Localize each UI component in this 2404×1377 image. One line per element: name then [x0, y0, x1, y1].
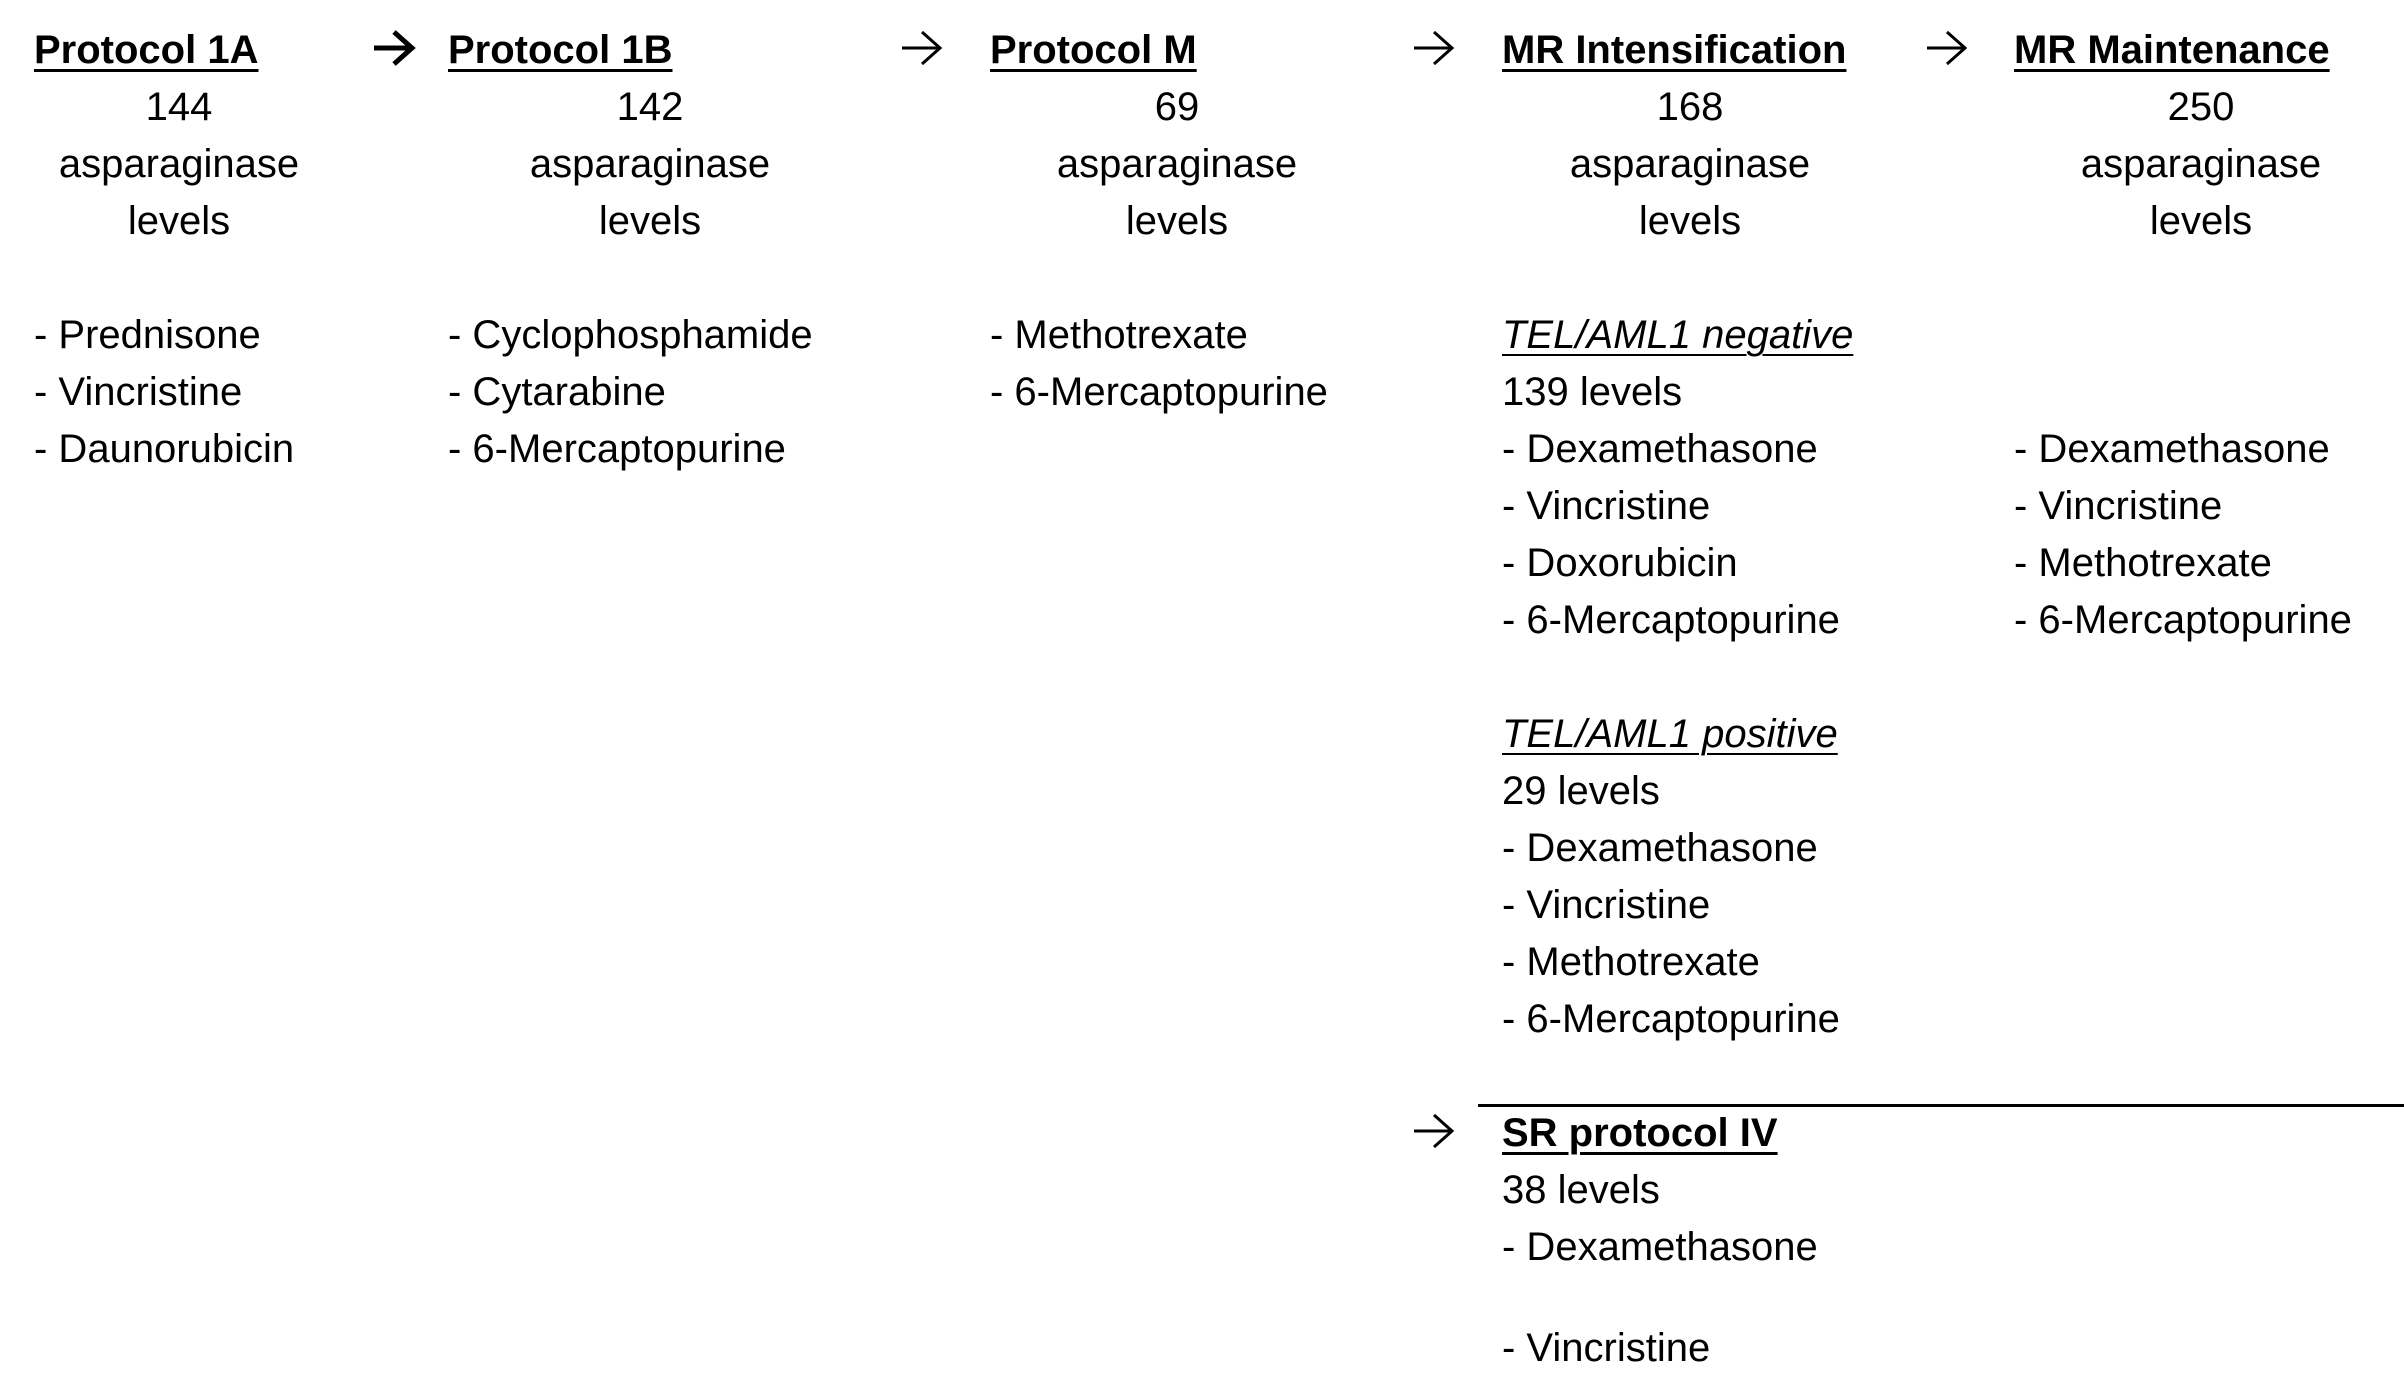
drug-item: - Methotrexate [1502, 940, 1760, 984]
drug-item: - 6-Mercaptopurine [2014, 598, 2352, 642]
protocol-m-count-block: 69 asparaginase levels [1027, 79, 1327, 250]
protocol-1b-count: 142 [616, 85, 684, 129]
protocol-m-count: 69 [1154, 85, 1200, 129]
protocol-1a-count-label: asparaginase [58, 142, 300, 186]
tel-aml1-negative-group: TEL/AML1 negative 139 levels - Dexametha… [1502, 307, 1853, 649]
drug-item: - Dexamethasone [1502, 427, 1818, 471]
drug-item: - Methotrexate [990, 313, 1248, 357]
protocol-1b-count-block: 142 asparaginase levels [500, 79, 800, 250]
protocol-1a-count: 144 [145, 85, 213, 129]
arrow-right-icon [902, 30, 943, 66]
drug-item: - Vincristine [1502, 484, 1711, 528]
drug-item: - Methotrexate [2014, 541, 2272, 585]
mr-maintenance-count-block: 250 asparaginase levels [2051, 79, 2351, 250]
mr-maintenance-drug-list: - Dexamethasone - Vincristine - Methotre… [2014, 421, 2352, 649]
arrow-right-icon [374, 30, 416, 66]
mr-intensification-count-unit: levels [1638, 199, 1742, 243]
drug-item: - 6-Mercaptopurine [448, 427, 786, 471]
tel-aml1-positive-group: TEL/AML1 positive 29 levels - Dexamethas… [1502, 706, 1840, 1048]
mr-maintenance-node: MR Maintenance [2014, 22, 2330, 79]
drug-item: - Cytarabine [448, 370, 666, 414]
protocol-m-count-unit: levels [1125, 199, 1229, 243]
drug-item: - Vincristine [34, 370, 243, 414]
drug-item: - Doxorubicin [1502, 541, 1738, 585]
drug-item: - Vincristine [1502, 883, 1711, 927]
protocol-1a-title: Protocol 1A [34, 28, 259, 72]
protocol-1b-count-unit: levels [598, 199, 702, 243]
mr-intensification-count: 168 [1656, 85, 1724, 129]
drug-item: - 6-Mercaptopurine [1502, 997, 1840, 1041]
mr-intensification-title: MR Intensification [1502, 28, 1847, 72]
drug-item: - Cyclophosphamide [448, 313, 813, 357]
mr-maintenance-title: MR Maintenance [2014, 28, 2330, 72]
tel-aml1-negative-heading: TEL/AML1 negative [1502, 313, 1854, 357]
drug-item: - Vincristine [1502, 1326, 1711, 1370]
protocol-1a-count-block: 144 asparaginase levels [34, 79, 324, 250]
arrow-right-icon [1414, 30, 1455, 66]
drug-item: - 6-Mercaptopurine [1502, 598, 1840, 642]
protocol-1b-title: Protocol 1B [448, 28, 673, 72]
tel-aml1-positive-heading: TEL/AML1 positive [1502, 712, 1838, 756]
protocol-1a-drug-list: - Prednisone - Vincristine - Daunorubici… [34, 307, 294, 478]
drug-item: - 6-Mercaptopurine [990, 370, 1328, 414]
arrow-right-icon [1414, 1113, 1455, 1149]
mr-intensification-count-label: asparaginase [1569, 142, 1811, 186]
tel-aml1-negative-levels: 139 levels [1502, 370, 1683, 414]
mr-maintenance-count: 250 [2167, 85, 2235, 129]
protocol-1b-count-label: asparaginase [529, 142, 771, 186]
tel-aml1-positive-levels: 29 levels [1502, 769, 1660, 813]
drug-item: - Dexamethasone [1502, 1225, 1818, 1269]
mr-maintenance-count-unit: levels [2149, 199, 2253, 243]
mr-intensification-node: MR Intensification [1502, 22, 1846, 79]
sr-protocol-iv-drug-list: - Vincristine [1502, 1320, 1710, 1377]
sr-protocol-divider [1478, 1104, 2404, 1107]
mr-intensification-count-block: 168 asparaginase levels [1540, 79, 1840, 250]
arrow-right-icon [1927, 30, 1968, 66]
drug-item: - Dexamethasone [2014, 427, 2330, 471]
protocol-1b-drug-list: - Cyclophosphamide - Cytarabine - 6-Merc… [448, 307, 813, 478]
protocol-m-node: Protocol M [990, 22, 1197, 79]
protocol-1b-node: Protocol 1B [448, 22, 672, 79]
drug-item: - Dexamethasone [1502, 826, 1818, 870]
protocol-m-title: Protocol M [990, 28, 1197, 72]
sr-protocol-iv-node: SR protocol IV 38 levels - Dexamethasone [1502, 1105, 1818, 1276]
drug-item: - Vincristine [2014, 484, 2223, 528]
protocol-m-drug-list: - Methotrexate - 6-Mercaptopurine [990, 307, 1328, 421]
mr-maintenance-count-label: asparaginase [2080, 142, 2322, 186]
sr-protocol-iv-title: SR protocol IV [1502, 1111, 1778, 1155]
sr-protocol-iv-levels: 38 levels [1502, 1168, 1660, 1212]
drug-item: - Daunorubicin [34, 427, 295, 471]
protocol-1a-node: Protocol 1A [34, 22, 258, 79]
drug-item: - Prednisone [34, 313, 261, 357]
protocol-1a-count-unit: levels [127, 199, 231, 243]
protocol-m-count-label: asparaginase [1056, 142, 1298, 186]
